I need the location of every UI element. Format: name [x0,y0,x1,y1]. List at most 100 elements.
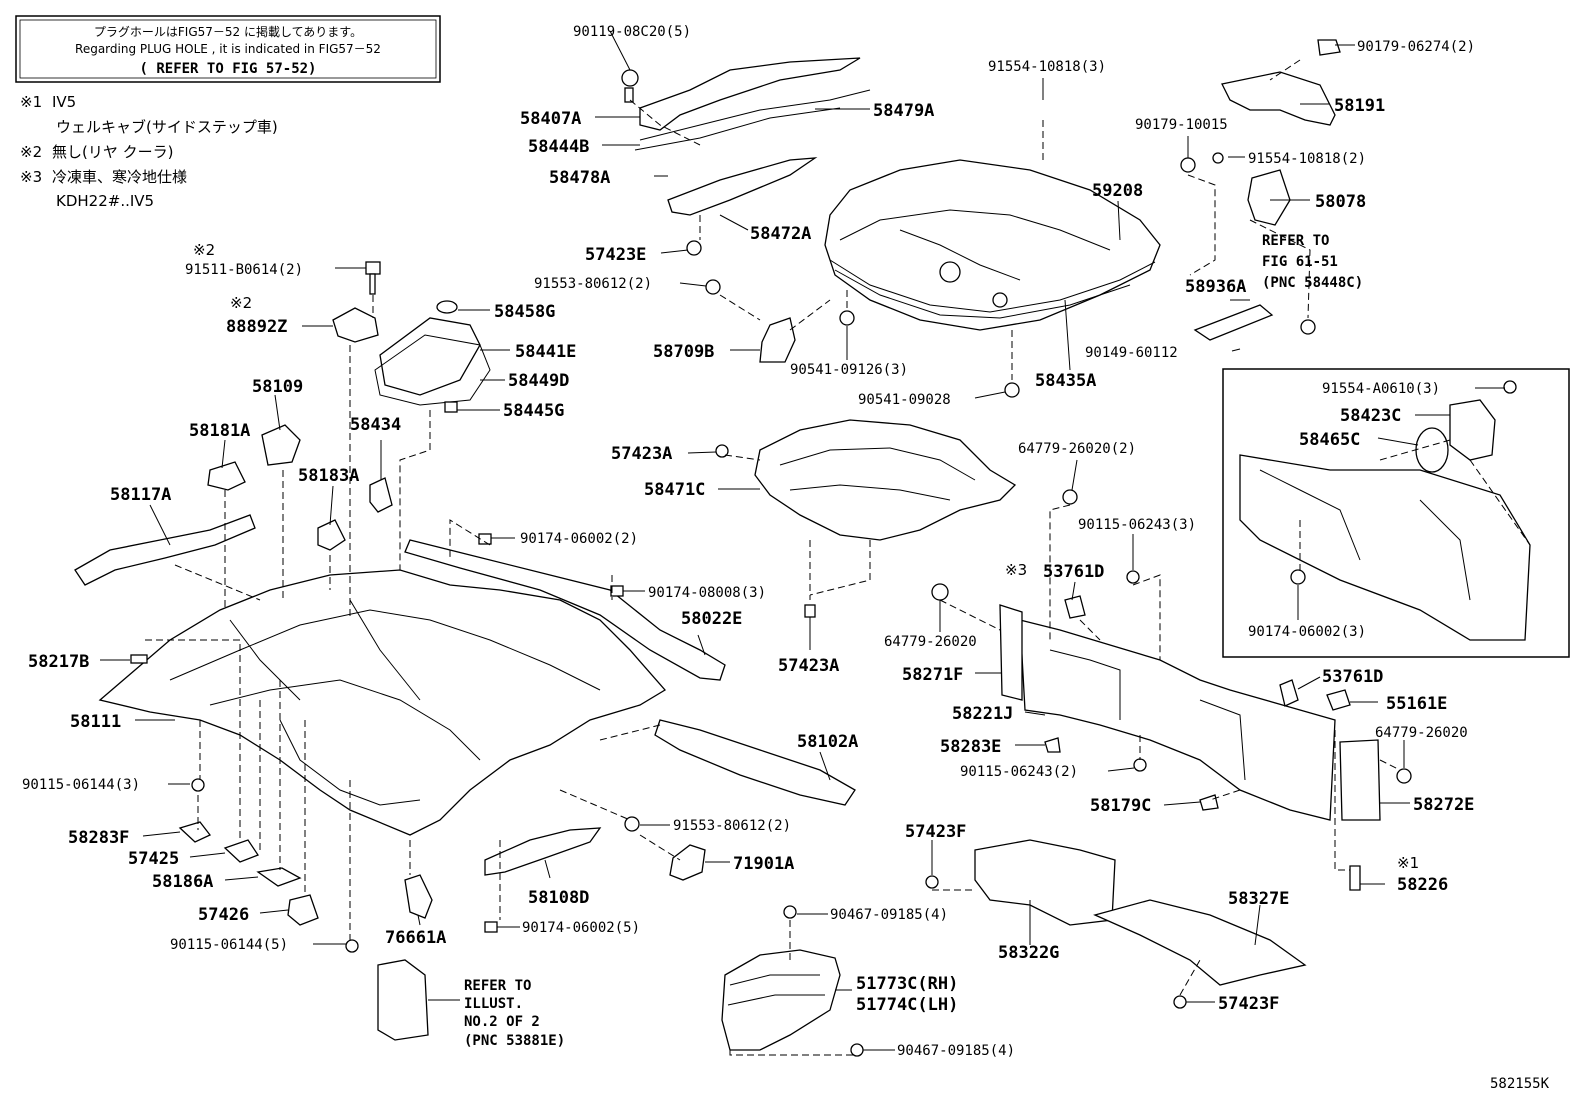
label-58221J: 58221J [952,704,1013,724]
label-71901A: 71901A [733,854,794,874]
alignment-lines [145,59,1531,1056]
label-53761D-a: 53761D [1043,562,1104,582]
label-58183A: 58183A [298,466,359,486]
label-88892Z: 88892Z [226,317,287,337]
label-58078: 58078 [1315,192,1366,212]
condition-3-mark: ※3 [20,168,42,186]
label-58441E: 58441E [515,342,576,362]
label-90115-06144-5: 90115-06144(5) [170,937,288,953]
condition-2-mark: ※2 [20,143,42,161]
label-91554-A0610: 91554-A0610(3) [1322,381,1440,397]
label-64779-26020-2: 64779-26020(2) [1018,441,1136,457]
condition-1-text: IV5 [52,93,76,111]
inset-frame [1222,368,1570,658]
label-58479A: 58479A [873,101,934,121]
condition-3-text: 冷凍車、寒冷地仕様 [52,168,187,186]
label-58283E: 58283E [940,737,1001,757]
label-58471C: 58471C [644,480,705,500]
mark-2a: ※2 [193,241,215,259]
part-labels: 90119-08C20(5) 58407A 58479A 58444B 5847… [22,24,1550,1092]
mark-2b: ※2 [230,294,252,312]
label-90179-06274: 90179-06274(2) [1357,39,1475,55]
label-58191: 58191 [1334,96,1385,116]
label-58445G: 58445G [503,401,564,421]
label-58444B: 58444B [528,137,589,157]
figure-id: 582155K [1490,1076,1550,1092]
label-58217B: 58217B [28,652,89,672]
label-91554-10818-right: 91554-10818(2) [1248,151,1366,167]
label-57425: 57425 [128,849,179,869]
label-refer-fig-2: FIG 61-51 [1262,254,1338,270]
label-90115-06243-2: 90115-06243(2) [960,764,1078,780]
label-58709B: 58709B [653,342,714,362]
label-58936A: 58936A [1185,277,1246,297]
label-57423A-top: 57423A [611,444,672,464]
label-57426: 57426 [198,905,249,925]
mark-1: ※1 [1397,854,1419,872]
label-90541-09028: 90541-09028 [858,392,951,408]
label-58458G: 58458G [494,302,555,322]
label-refer-illust-4: (PNC 53881E) [464,1033,565,1049]
label-58423C: 58423C [1340,406,1401,426]
leader-lines [100,30,1505,1051]
label-refer-illust-1: REFER TO [464,978,531,994]
label-57423F-a: 57423F [905,822,966,842]
label-58186A: 58186A [152,872,213,892]
label-90174-06002-inset: 90174-06002(3) [1248,624,1366,640]
label-58478A: 58478A [549,168,610,188]
label-90179-10015: 90179-10015 [1135,117,1228,133]
condition-1b-text: ウェルキャブ(サイドステップ車) [56,118,278,136]
label-58449D: 58449D [508,371,569,391]
label-76661A: 76661A [385,928,446,948]
conditions-list: ※1 IV5 ウェルキャブ(サイドステップ車) ※2 無し(リヤ クーラ) ※3… [20,93,278,210]
label-58109: 58109 [252,377,303,397]
label-64779-26020-b: 64779-26020 [1375,725,1468,741]
label-58272E: 58272E [1413,795,1474,815]
label-59208: 59208 [1092,181,1143,201]
note-box: プラグホールはFIG57－52 に掲載してあります。 Regarding PLU… [15,15,441,83]
label-57423A-mid: 57423A [778,656,839,676]
label-58327E: 58327E [1228,889,1289,909]
note-line-1: プラグホールはFIG57－52 に掲載してあります。 [94,24,362,39]
label-58435A: 58435A [1035,371,1096,391]
label-57423E: 57423E [585,245,646,265]
label-58117A: 58117A [110,485,171,505]
label-refer-illust-3: NO.2 OF 2 [464,1014,540,1030]
label-58407A: 58407A [520,109,581,129]
label-51774C: 51774C(LH) [856,995,958,1015]
mark-3: ※3 [1005,561,1027,579]
label-58102A: 58102A [797,732,858,752]
label-58283F: 58283F [68,828,129,848]
label-90541-09126: 90541-09126(3) [790,362,908,378]
note-line-3: ( REFER TO FIG 57-52) [139,61,316,77]
label-90115-06243-3: 90115-06243(3) [1078,517,1196,533]
label-90149-60112: 90149-60112 [1085,345,1178,361]
label-58226: 58226 [1397,875,1448,895]
label-58472A: 58472A [750,224,811,244]
label-58022E: 58022E [681,609,742,629]
label-91554-10818-top: 91554-10818(3) [988,59,1106,75]
label-58111: 58111 [70,712,121,732]
label-90467-09185-a: 90467-09185(4) [830,907,948,923]
label-64779-26020-a: 64779-26020 [884,634,977,650]
label-51773C: 51773C(RH) [856,974,958,994]
note-line-2: Regarding PLUG HOLE , it is indicated in… [75,42,381,56]
condition-2-text: 無し(リヤ クーラ) [52,143,173,161]
label-55161E: 55161E [1386,694,1447,714]
label-refer-fig-3: (PNC 58448C) [1262,275,1363,291]
label-53761D-b: 53761D [1322,667,1383,687]
label-90115-06144-3: 90115-06144(3) [22,777,140,793]
label-refer-illust-2: ILLUST. [464,996,523,1012]
label-91553-80612-bot: 91553-80612(2) [673,818,791,834]
label-90174-06002-mid: 90174-06002(2) [520,531,638,547]
condition-3b-text: KDH22#..IV5 [56,192,154,210]
label-58434: 58434 [350,415,401,435]
label-90174-08008: 90174-08008(3) [648,585,766,601]
label-90467-09185-b: 90467-09185(4) [897,1043,1015,1059]
label-58465C: 58465C [1299,430,1360,450]
label-refer-fig-1: REFER TO [1262,233,1329,249]
label-91511-B0614: 91511-B0614(2) [185,262,303,278]
label-57423F-b: 57423F [1218,994,1279,1014]
label-90174-06002-bot: 90174-06002(5) [522,920,640,936]
